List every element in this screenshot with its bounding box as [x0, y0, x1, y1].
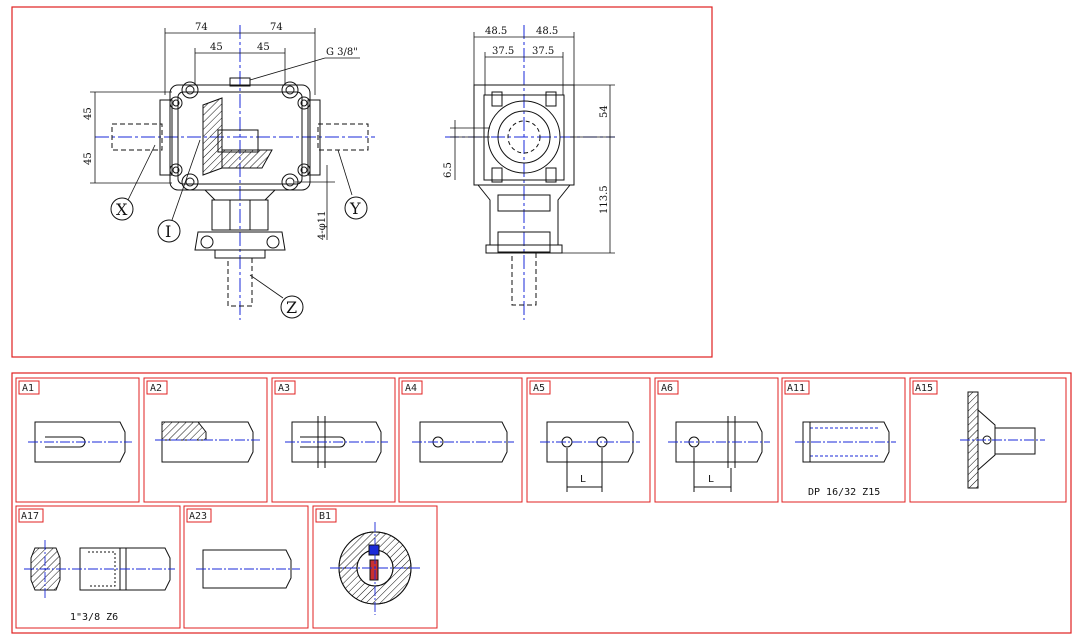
- dim-45-lower: 45: [83, 152, 94, 165]
- option-tag-a4: A4: [405, 383, 417, 394]
- front-view-dimensions: [90, 28, 360, 299]
- dim-45-upper: 45: [83, 107, 94, 120]
- hole-label: 4-φ11: [317, 211, 328, 240]
- callout-z: Z: [286, 298, 297, 317]
- option-a5-dim-label: L: [580, 474, 586, 485]
- thread-label: G 3/8": [326, 47, 358, 58]
- dim-74-left: 74: [195, 22, 208, 33]
- option-a6-dim-label: L: [708, 474, 714, 485]
- dim-48-5-left: 48.5: [485, 26, 507, 37]
- option-tag-a23: A23: [189, 511, 207, 522]
- option-cell-frames: [15, 377, 1067, 629]
- option-tag-b1: B1: [319, 511, 331, 522]
- dim-37-5-left: 37.5: [492, 46, 514, 57]
- side-view: [445, 25, 615, 320]
- front-view: [95, 25, 375, 320]
- option-tag-a17: A17: [21, 511, 39, 522]
- option-tag-a1: A1: [22, 383, 34, 394]
- option-a17-caption: 1"3/8 Z6: [70, 612, 118, 623]
- dim-45-right: 45: [257, 42, 270, 53]
- option-tag-a2: A2: [150, 383, 162, 394]
- main-drawing-frame: [11, 6, 713, 358]
- option-tag-a3: A3: [278, 383, 290, 394]
- callout-i: I: [165, 222, 171, 241]
- dim-113-5: 113.5: [599, 185, 610, 214]
- shaft-options-frame: [11, 372, 1072, 634]
- option-tag-a15: A15: [915, 383, 933, 394]
- option-sketches: [30, 391, 1036, 605]
- callout-y: Y: [349, 199, 361, 218]
- option-tag-a11: A11: [787, 383, 805, 394]
- dim-6-5: 6.5: [443, 162, 454, 178]
- front-view-callouts: [110, 196, 368, 319]
- option-tag-a6: A6: [661, 383, 673, 394]
- callout-x: X: [116, 200, 128, 219]
- front-view-dim-labels: 74 74 45 45 45 45 G 3/8" 4-φ11: [83, 22, 358, 240]
- option-centerlines: [24, 439, 1045, 615]
- dim-37-5-right: 37.5: [532, 46, 554, 57]
- side-view-dim-labels: 48.5 48.5 37.5 37.5 54 6.5 113.5: [443, 26, 610, 214]
- dim-54: 54: [599, 105, 610, 118]
- side-view-dimensions: [450, 32, 615, 254]
- dim-74-right: 74: [270, 22, 283, 33]
- option-tag-a5: A5: [533, 383, 545, 394]
- option-a11-caption: DP 16/32 Z15: [808, 487, 880, 498]
- dim-48-5-right: 48.5: [536, 26, 558, 37]
- dim-45-left: 45: [210, 42, 223, 53]
